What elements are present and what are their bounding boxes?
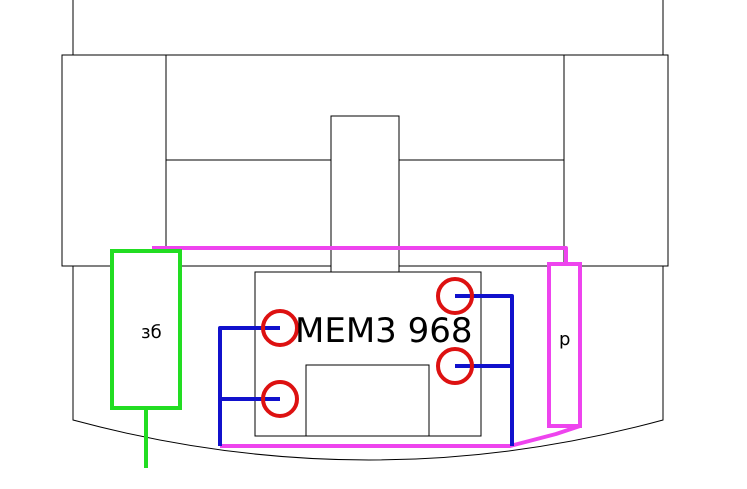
solder-pad-bottom-left [261, 380, 299, 418]
housing-outline [72, 0, 664, 461]
chip-label: MEM3 968 [295, 311, 473, 351]
left-component-label: зб [141, 322, 162, 343]
solder-pad-top-right [436, 277, 474, 315]
right-block [563, 54, 669, 267]
solder-pad-bottom-right [436, 347, 474, 385]
right-component-label: р [559, 329, 570, 350]
solder-pad-top-left [261, 309, 299, 347]
blue-wire-left [218, 326, 280, 446]
chip-window [305, 364, 430, 437]
left-block [61, 54, 167, 267]
right-component-box [547, 262, 582, 428]
magenta-wire [152, 246, 581, 448]
